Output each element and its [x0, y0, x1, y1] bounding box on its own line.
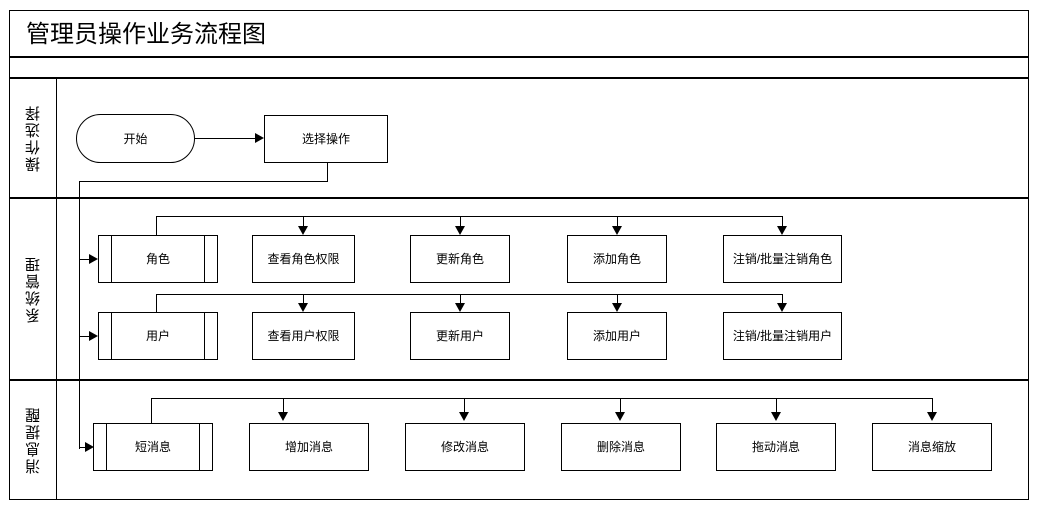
lane-message-reminder-label: 消息提醒 [10, 381, 57, 499]
arrowhead-spine-to-short-message [85, 442, 94, 452]
connector-role-branch-1 [303, 216, 305, 228]
connector-user-bus [156, 294, 783, 296]
connector-role-branch-2 [460, 216, 462, 228]
connector-message-branch-3 [620, 398, 622, 414]
node-role-update[interactable]: 更新角色 [410, 235, 510, 283]
connector-user-branch-2 [460, 294, 462, 305]
node-choose-operation[interactable]: 选择操作 [264, 115, 388, 163]
node-user-view-permission[interactable]: 查看用户权限 [252, 312, 355, 360]
arrowhead-message-branch-5 [927, 412, 937, 421]
connector-spine-to-role [79, 259, 91, 261]
arrowhead-user-branch-4 [777, 303, 787, 312]
node-message-modify[interactable]: 修改消息 [405, 423, 525, 471]
arrowhead-start-to-choose [255, 133, 264, 143]
node-role-logout-batch[interactable]: 注销/批量注销角色 [723, 235, 842, 283]
connector-spine-to-user [79, 336, 91, 338]
connector-message-branch-5 [932, 398, 934, 414]
lane-message-reminder: 消息提醒 [9, 380, 1029, 500]
node-message-zoom[interactable]: 消息缩放 [872, 423, 992, 471]
arrowhead-message-branch-1 [278, 412, 288, 421]
arrowhead-message-branch-4 [771, 412, 781, 421]
connector-role-branch-4 [782, 216, 784, 228]
arrowhead-user-branch-2 [455, 303, 465, 312]
node-user[interactable]: 用户 [98, 312, 218, 360]
node-user-update[interactable]: 更新用户 [410, 312, 510, 360]
connector-user-up [156, 294, 158, 312]
connector-message-branch-1 [283, 398, 285, 414]
arrowhead-spine-to-role [89, 254, 98, 264]
connector-role-up [156, 216, 158, 235]
connector-spine-to-short-message [79, 447, 87, 449]
arrowhead-message-branch-2 [459, 412, 469, 421]
arrowhead-role-branch-2 [455, 226, 465, 235]
node-role[interactable]: 角色 [98, 235, 218, 283]
arrowhead-user-branch-3 [612, 303, 622, 312]
connector-role-bus [156, 216, 783, 218]
arrowhead-role-branch-3 [612, 226, 622, 235]
connector-role-branch-3 [617, 216, 619, 228]
connector-start-to-choose [195, 138, 257, 140]
arrowhead-message-branch-3 [615, 412, 625, 421]
diagram-title-bar: 管理员操作业务流程图 [9, 10, 1029, 57]
node-short-message[interactable]: 短消息 [93, 423, 213, 471]
node-user-logout-batch[interactable]: 注销/批量注销用户 [723, 312, 842, 360]
node-user-add[interactable]: 添加用户 [567, 312, 667, 360]
lane-operation-choice-label: 操作选择 [10, 79, 57, 197]
header-spacer-row [9, 57, 1029, 78]
node-message-add[interactable]: 增加消息 [249, 423, 369, 471]
node-start[interactable]: 开始 [76, 114, 195, 163]
arrowhead-user-branch-1 [298, 303, 308, 312]
node-message-drag[interactable]: 拖动消息 [716, 423, 836, 471]
connector-message-branch-4 [776, 398, 778, 414]
connector-main-spine [79, 181, 81, 449]
arrowhead-role-branch-1 [298, 226, 308, 235]
lane-operation-choice: 操作选择 [9, 78, 1029, 198]
arrowhead-spine-to-user [89, 331, 98, 341]
connector-user-branch-1 [303, 294, 305, 305]
connector-user-branch-4 [782, 294, 784, 305]
connector-user-branch-3 [617, 294, 619, 305]
page-title: 管理员操作业务流程图 [26, 22, 266, 48]
connector-choose-left [79, 181, 328, 183]
node-role-add[interactable]: 添加角色 [567, 235, 667, 283]
connector-message-up [151, 398, 153, 423]
connector-message-bus [151, 398, 933, 400]
arrowhead-role-branch-4 [777, 226, 787, 235]
connector-choose-down [327, 163, 329, 182]
connector-message-branch-2 [464, 398, 466, 414]
node-message-delete[interactable]: 删除消息 [561, 423, 681, 471]
node-role-view-permission[interactable]: 查看角色权限 [252, 235, 355, 283]
lane-system-management: 系统管理 [9, 198, 1029, 380]
lane-system-management-label: 系统管理 [10, 199, 57, 379]
